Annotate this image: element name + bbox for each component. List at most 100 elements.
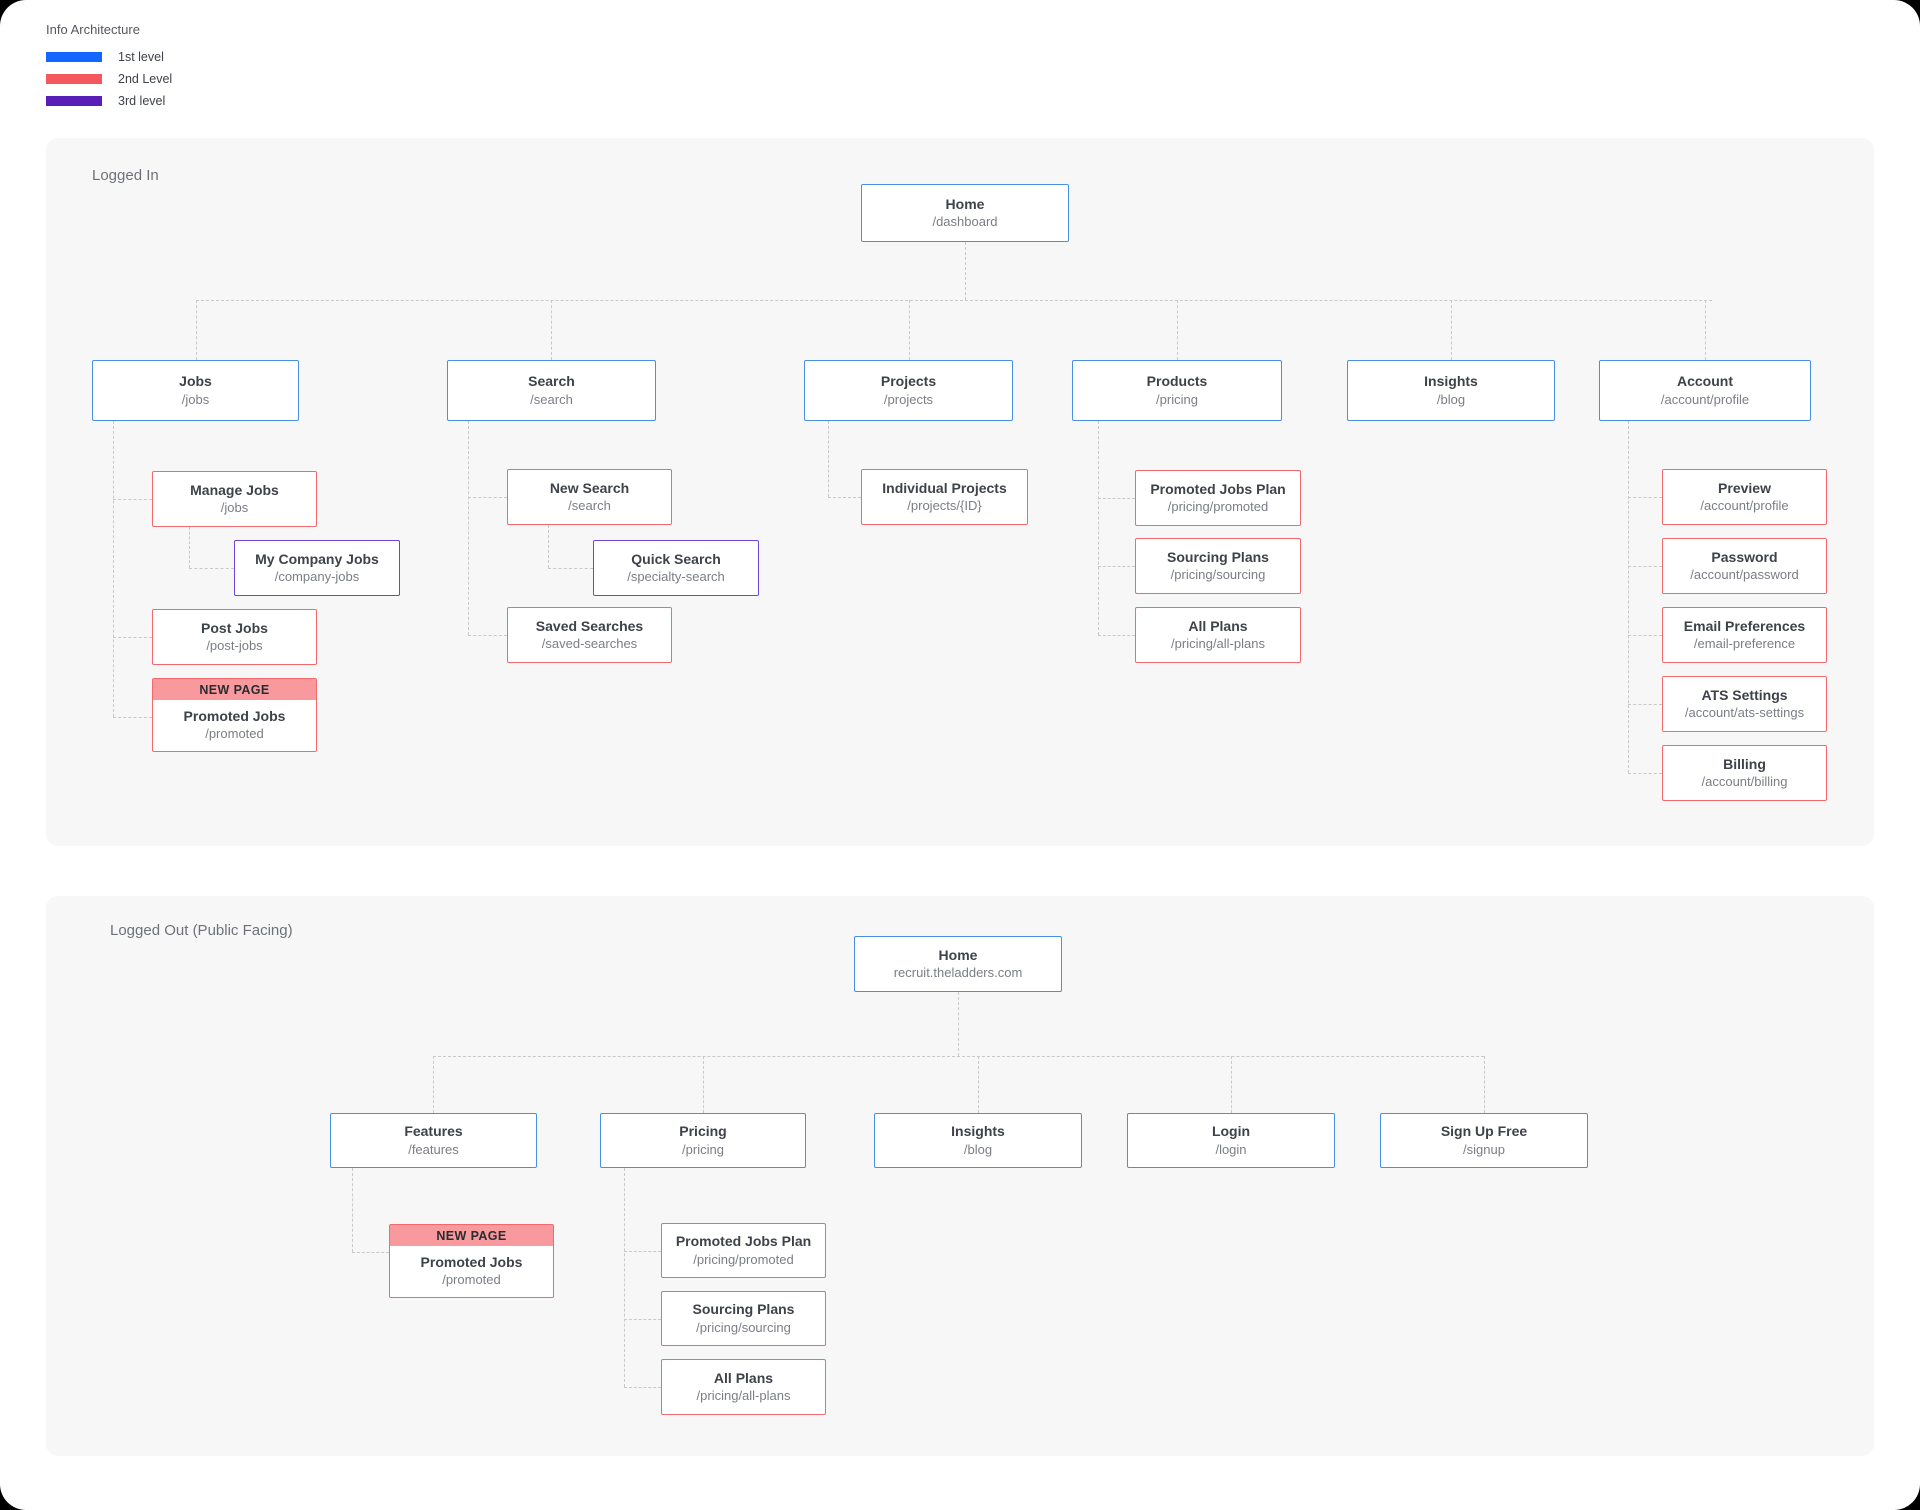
node-path: /pricing [682,1141,724,1157]
connector [958,992,959,1056]
legend-label-3rd-level: 3rd level [118,93,166,108]
node-path: /search [530,391,573,407]
node-title: Quick Search [631,550,721,567]
connector [624,1319,661,1320]
node-title: Promoted Jobs [183,707,286,724]
legend-swatch-1st-level [46,51,102,62]
legend-row-1st-level: 1st level [46,49,172,64]
node-path: /search [568,498,611,514]
node-preview[interactable]: Preview /account/profile [1662,469,1827,525]
node-path: /email-preference [1693,636,1796,652]
node-new-search[interactable]: New Search /search [507,469,672,525]
node-home-logged-in[interactable]: Home /dashboard [861,184,1069,242]
node-email-preferences[interactable]: Email Preferences /email-preference [1662,607,1827,663]
node-path: /blog [1436,391,1466,407]
legend-row-2nd-level: 2nd Level [46,72,172,86]
panel-logged-out: Logged Out (Public Facing) Home recruit.… [46,896,1874,1456]
node-insights-logged-out[interactable]: Insights /blog [874,1113,1082,1168]
node-title: All Plans [1188,617,1248,634]
connector [352,1252,389,1253]
node-title: Promoted Jobs [420,1253,523,1270]
connector [468,421,469,635]
connector [1231,1056,1232,1113]
node-post-jobs[interactable]: Post Jobs /post-jobs [152,609,317,665]
node-sourcing-plans-logged-out[interactable]: Sourcing Plans /pricing/sourcing [661,1291,826,1346]
connector [548,568,593,569]
node-quick-search[interactable]: Quick Search /specialty-search [593,540,759,596]
node-title: Sourcing Plans [692,1301,795,1318]
node-path: /account/profile [1700,498,1789,514]
node-billing[interactable]: Billing /account/billing [1662,745,1827,801]
node-sign-up-free[interactable]: Sign Up Free /signup [1380,1113,1588,1168]
node-title: Login [1211,1123,1251,1140]
node-insights-logged-in[interactable]: Insights /blog [1347,360,1555,421]
node-account[interactable]: Account /account/profile [1599,360,1811,421]
node-path: /blog [963,1141,993,1157]
connector [828,497,861,498]
node-my-company-jobs[interactable]: My Company Jobs /company-jobs [234,540,400,596]
node-promoted-jobs-logged-in[interactable]: NEW PAGE Promoted Jobs /promoted [152,678,317,752]
section-label-logged-out: Logged Out (Public Facing) [110,922,293,939]
node-path: /saved-searches [541,636,638,652]
connector [1628,566,1662,567]
legend-swatch-3rd-level [46,95,102,106]
node-all-plans-logged-in[interactable]: All Plans /pricing/all-plans [1135,607,1301,663]
node-title: Insights [1424,373,1478,390]
connector [703,1056,704,1113]
connector [978,1056,979,1113]
node-promoted-jobs-logged-out[interactable]: NEW PAGE Promoted Jobs /promoted [389,1224,554,1298]
node-title: Billing [1723,755,1766,772]
node-ats-settings[interactable]: ATS Settings /account/ats-settings [1662,676,1827,732]
node-sourcing-plans-logged-in[interactable]: Sourcing Plans /pricing/sourcing [1135,538,1301,594]
node-promoted-jobs-plan-logged-out[interactable]: Promoted Jobs Plan /pricing/promoted [661,1223,826,1278]
node-title: Products [1146,373,1208,390]
connector [965,242,966,300]
connector [1451,300,1452,360]
connector [196,300,197,360]
node-path: /pricing/sourcing [1170,567,1266,583]
node-path: /pricing [1156,391,1198,407]
node-title: Preview [1718,479,1771,496]
node-title: All Plans [713,1369,774,1386]
legend-label-1st-level: 1st level [118,49,164,64]
node-home-logged-out[interactable]: Home recruit.theladders.com [854,936,1062,992]
connector [1098,635,1135,636]
node-manage-jobs[interactable]: Manage Jobs /jobs [152,471,317,527]
node-title: New Search [549,479,630,496]
node-all-plans-logged-out[interactable]: All Plans /pricing/all-plans [661,1359,826,1415]
connector [1628,704,1662,705]
connector [433,1056,434,1113]
node-jobs[interactable]: Jobs /jobs [92,360,299,421]
connector [113,421,114,717]
panel-logged-in: Logged In Home [46,138,1874,846]
connector [624,1168,625,1387]
node-login[interactable]: Login /login [1127,1113,1335,1168]
node-path: /dashboard [932,214,998,230]
connector [1705,300,1706,360]
node-projects[interactable]: Projects /projects [804,360,1013,421]
node-path: /pricing/promoted [1167,499,1269,515]
connector [1628,421,1629,773]
node-path: /pricing/promoted [693,1251,794,1267]
legend: Info Architecture 1st level 2nd Level 3r… [46,22,172,117]
connector [1098,566,1135,567]
connector [1628,773,1662,774]
node-individual-projects[interactable]: Individual Projects /projects/{ID} [861,469,1028,525]
connector [909,300,910,360]
node-path: /post-jobs [206,638,263,654]
node-products[interactable]: Products /pricing [1072,360,1282,421]
new-page-badge: NEW PAGE [153,679,316,700]
node-promoted-jobs-plan-logged-in[interactable]: Promoted Jobs Plan /pricing/promoted [1135,470,1301,526]
node-features[interactable]: Features /features [330,1113,537,1168]
node-search[interactable]: Search /search [447,360,656,421]
node-pricing[interactable]: Pricing /pricing [600,1113,806,1168]
connector [468,497,507,498]
node-path: /specialty-search [627,569,725,585]
node-path: /pricing/sourcing [696,1319,791,1335]
node-path: /account/ats-settings [1684,705,1805,721]
connector [113,637,152,638]
node-password[interactable]: Password /account/password [1662,538,1827,594]
node-path: /login [1215,1141,1247,1157]
node-saved-searches[interactable]: Saved Searches /saved-searches [507,607,672,663]
